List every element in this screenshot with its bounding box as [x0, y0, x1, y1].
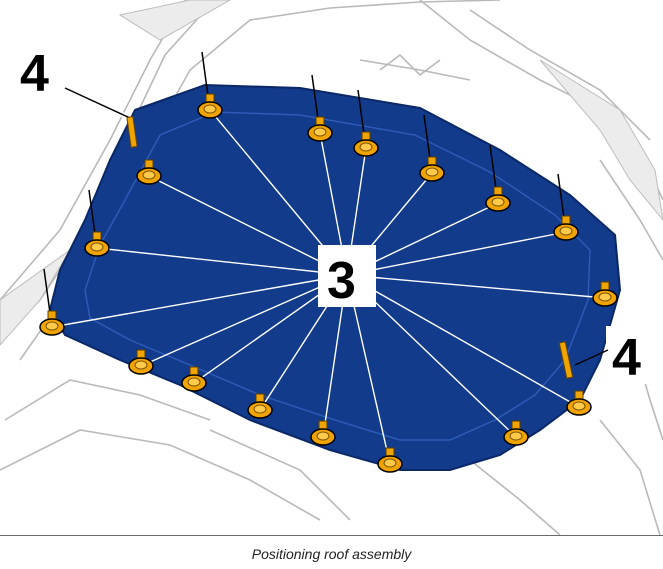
- figure-caption: Positioning roof assembly: [251, 546, 412, 562]
- vehicle-body-frame-fill: [0, 0, 663, 346]
- screw-6: [553, 173, 579, 241]
- screw-8: [84, 189, 110, 257]
- callout-3-center: 3: [318, 245, 376, 310]
- callout-4-right-label: 4: [612, 329, 641, 387]
- leader-line: [148, 175, 348, 276]
- diagram-canvas: 4 4 3: [0, 0, 663, 535]
- callout-3-label: 3: [327, 252, 356, 310]
- leader-line: [96, 247, 348, 276]
- screws: [39, 51, 618, 473]
- screw-17: [566, 390, 592, 416]
- screw-10: [592, 281, 618, 307]
- screw-11: [128, 349, 154, 375]
- screw-12: [181, 366, 207, 392]
- leader-line: [51, 274, 348, 328]
- screw-1: [197, 51, 223, 119]
- screw-9: [39, 268, 65, 336]
- screw-14: [310, 420, 336, 446]
- screw-2: [307, 74, 333, 142]
- callout-4-top-left-label: 4: [20, 45, 49, 103]
- screw-5: [485, 144, 511, 212]
- leader-line: [140, 274, 348, 367]
- screw-16: [503, 420, 529, 446]
- screw-15: [377, 447, 403, 473]
- screw-7: [136, 159, 162, 185]
- leader-line: [346, 274, 580, 408]
- leader-line: [346, 231, 567, 276]
- screw-13: [247, 393, 273, 419]
- roof-assembly-diagram: 4 4 3: [0, 0, 663, 536]
- leader-line: [346, 274, 606, 299]
- roof-panel-inner-frame: [84, 111, 591, 441]
- screw-4: [419, 114, 445, 182]
- callout-4-top-left: 4: [20, 45, 138, 148]
- screw-3: [353, 89, 379, 157]
- callout-4-right: 4: [558, 326, 660, 387]
